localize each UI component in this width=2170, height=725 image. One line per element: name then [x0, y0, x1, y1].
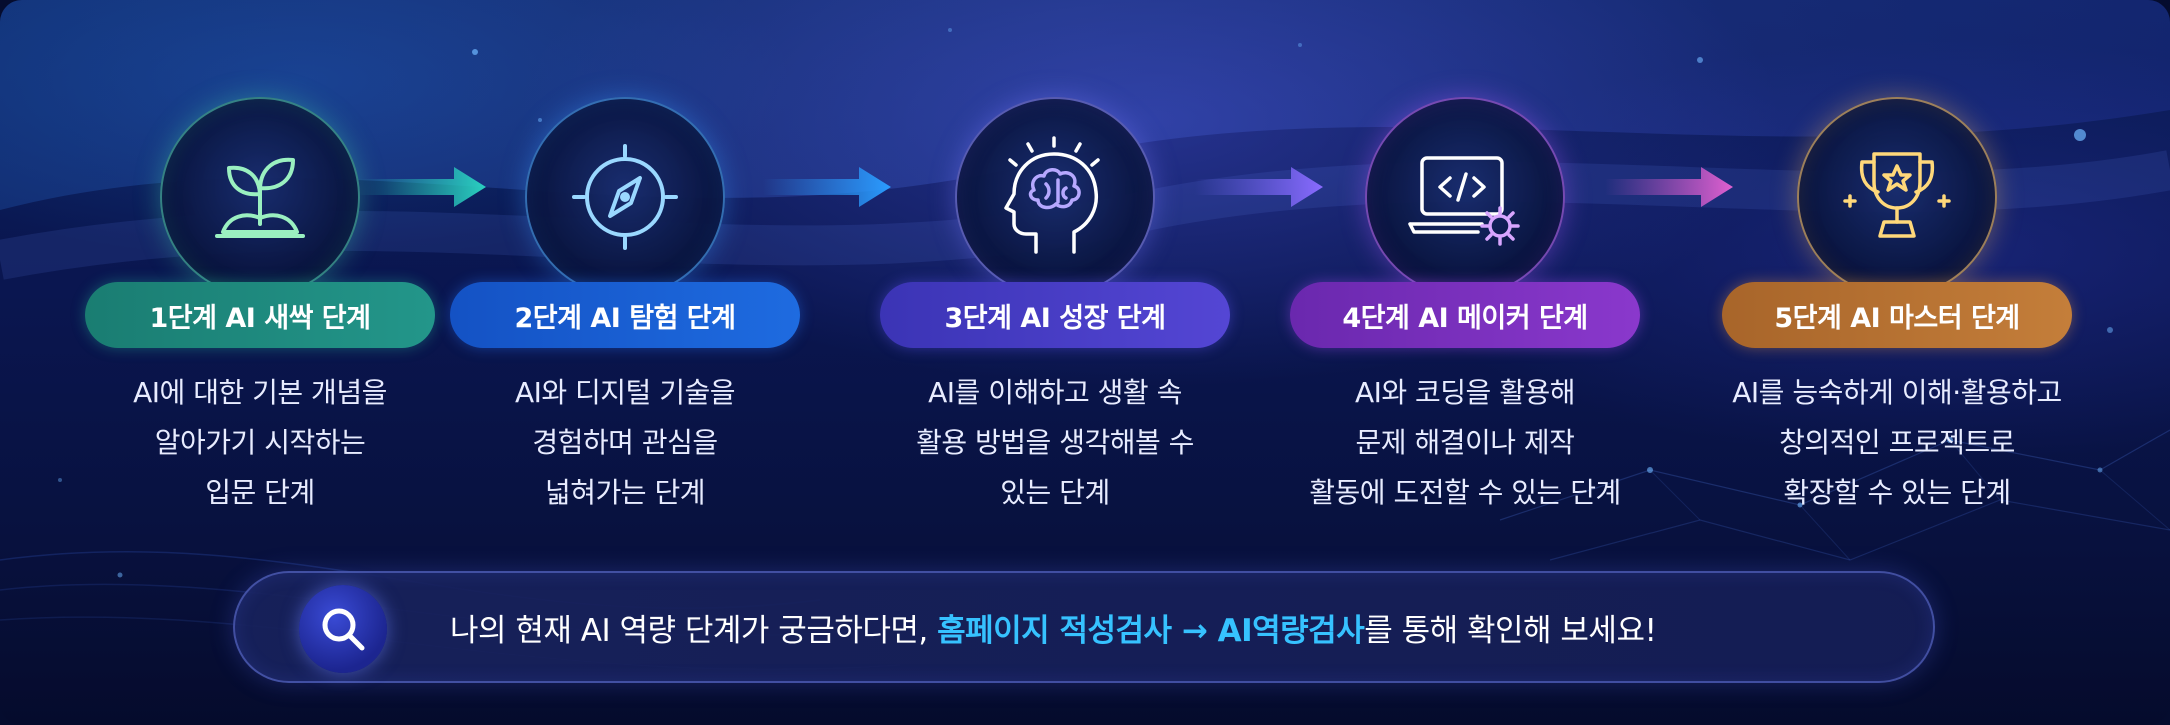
head-brain-icon	[1004, 136, 1100, 254]
step-3-badge: 3단계 AI 성장 단계	[880, 282, 1230, 348]
step-3-desc-line: AI를 이해하고 생활 속	[928, 376, 1182, 409]
sprout-icon	[215, 157, 305, 238]
step-5-desc-line: 창의적인 프로젝트로	[1779, 426, 2015, 459]
step-3-description: AI를 이해하고 생활 속 활용 방법을 생각해볼 수 있는 단계	[845, 368, 1265, 518]
step-5-desc-line: AI를 능숙하게 이해·활용하고	[1732, 376, 2062, 409]
step-3-desc-line: 있는 단계	[1000, 476, 1110, 509]
trophy-icon	[1843, 152, 1951, 238]
step-3: 3단계 AI 성장 단계 AI를 이해하고 생활 속 활용 방법을 생각해볼 수…	[845, 0, 1265, 520]
step-3-desc-line: 활용 방법을 생각해볼 수	[916, 426, 1194, 459]
step-4-icon-circle	[1365, 97, 1565, 297]
banner-text-before: 나의 현재 AI 역량 단계가 궁금하다면,	[450, 612, 938, 649]
step-5-icon-circle	[1797, 97, 1997, 297]
step-2-description: AI와 디지털 기술을 경험하며 관심을 넓혀가는 단계	[415, 368, 835, 518]
step-1-icon-circle	[160, 97, 360, 297]
step-5-badge: 5단계 AI 마스터 단계	[1722, 282, 2072, 348]
step-2-badge: 2단계 AI 탐험 단계	[450, 282, 800, 348]
step-2-desc-line: 넓혀가는 단계	[545, 476, 705, 509]
step-2-desc-line: AI와 디지털 기술을	[514, 376, 736, 409]
step-1: 1단계 AI 새싹 단계 AI에 대한 기본 개념을 알아가기 시작하는 입문 …	[50, 0, 470, 520]
arrow-right-icon	[1605, 167, 1733, 207]
compass-icon	[572, 144, 678, 250]
step-1-badge: 1단계 AI 새싹 단계	[85, 282, 435, 348]
step-5: 5단계 AI 마스터 단계 AI를 능숙하게 이해·활용하고 창의적인 프로젝트…	[1687, 0, 2107, 520]
arrow-right-icon	[358, 167, 486, 207]
step-5-description: AI를 능숙하게 이해·활용하고 창의적인 프로젝트로 확장할 수 있는 단계	[1687, 368, 2107, 518]
step-5-desc-line: 확장할 수 있는 단계	[1783, 476, 2011, 509]
step-2: 2단계 AI 탐험 단계 AI와 디지털 기술을 경험하며 관심을 넓혀가는 단…	[415, 0, 835, 520]
search-icon-circle	[299, 585, 387, 673]
banner-message: 나의 현재 AI 역량 단계가 궁금하다면, 홈페이지 적성검사 → AI역량검…	[450, 573, 1657, 681]
banner-highlight-link-text: 홈페이지 적성검사 → AI역량검사	[937, 612, 1365, 649]
search-icon	[322, 608, 365, 651]
step-1-desc-line: 입문 단계	[205, 476, 315, 509]
step-1-desc-line: 알아가기 시작하는	[154, 426, 366, 459]
step-4-badge: 4단계 AI 메이커 단계	[1290, 282, 1640, 348]
step-1-description: AI에 대한 기본 개념을 알아가기 시작하는 입문 단계	[50, 368, 470, 518]
step-1-desc-line: AI에 대한 기본 개념을	[133, 376, 387, 409]
step-4: 4단계 AI 메이커 단계 AI와 코딩을 활용해 문제 해결이나 제작 활동에…	[1255, 0, 1675, 520]
step-3-icon-circle	[955, 97, 1155, 297]
step-2-desc-line: 경험하며 관심을	[532, 426, 718, 459]
arrow-right-icon	[763, 167, 891, 207]
banner-text-after: 를 통해 확인해 보세요!	[1364, 612, 1657, 649]
step-4-description: AI와 코딩을 활용해 문제 해결이나 제작 활동에 도전할 수 있는 단계	[1255, 368, 1675, 518]
step-2-icon-circle	[525, 97, 725, 297]
step-4-desc-line: 문제 해결이나 제작	[1355, 426, 1575, 459]
arrow-right-icon	[1195, 167, 1323, 207]
step-4-desc-line: 활동에 도전할 수 있는 단계	[1309, 476, 1621, 509]
step-4-desc-line: AI와 코딩을 활용해	[1354, 376, 1576, 409]
laptop-code-gear-icon	[1408, 156, 1520, 246]
info-banner: 나의 현재 AI 역량 단계가 궁금하다면, 홈페이지 적성검사 → AI역량검…	[233, 571, 1935, 683]
